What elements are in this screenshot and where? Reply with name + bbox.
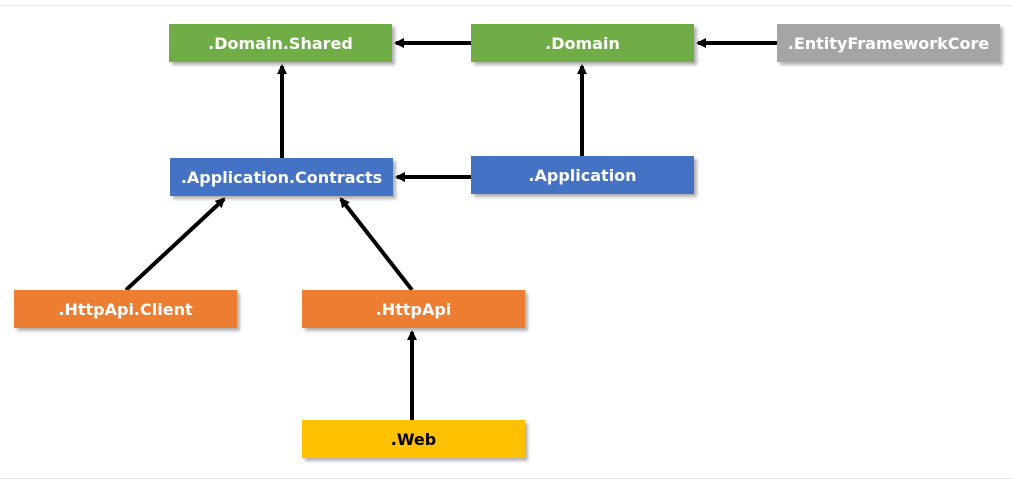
node-domain-label: .Domain [545, 33, 620, 53]
node-domain: .Domain [471, 24, 694, 62]
frame-bottom-line [0, 478, 1012, 479]
node-application: .Application [471, 156, 694, 194]
frame-top-line [0, 5, 1012, 6]
node-entity-framework-core-label: .EntityFrameworkCore [787, 33, 990, 53]
node-application-contracts: .Application.Contracts [170, 158, 393, 196]
node-web-label: .Web [390, 429, 437, 449]
node-httpapi: .HttpApi [302, 290, 525, 328]
node-web: .Web [302, 420, 525, 458]
arrow-httpapi-client-to-app-contracts [124, 197, 226, 292]
node-domain-shared-label: .Domain.Shared [208, 33, 353, 53]
node-application-contracts-label: .Application.Contracts [180, 167, 383, 187]
arrow-httpapi-to-app-contracts [339, 197, 414, 292]
node-httpapi-client-label: .HttpApi.Client [58, 299, 193, 319]
node-entity-framework-core: .EntityFrameworkCore [777, 24, 1000, 62]
node-httpapi-label: .HttpApi [375, 299, 452, 319]
node-domain-shared: .Domain.Shared [169, 24, 392, 62]
node-httpapi-client: .HttpApi.Client [14, 290, 237, 328]
node-application-label: .Application [528, 165, 637, 185]
